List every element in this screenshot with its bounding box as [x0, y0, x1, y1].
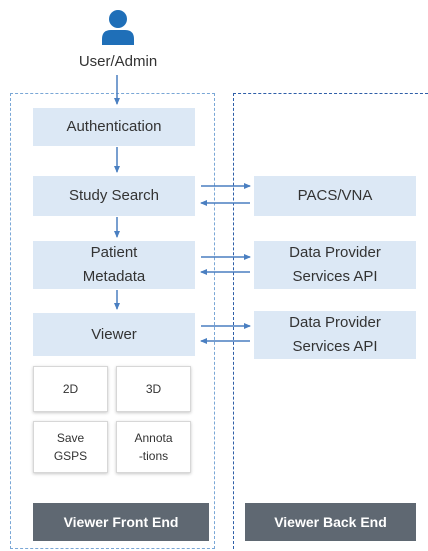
feature-2d-label: 2D [62, 382, 79, 396]
feature-save-gsps-box: Save GSPS [33, 421, 108, 473]
back-end-frame [233, 93, 428, 549]
feature-3d-label: 3D [145, 382, 162, 396]
data-provider-services-api-label-1: Data Provider Services API [289, 244, 381, 285]
feature-3d-box: 3D [116, 366, 191, 412]
patient-metadata-box: Patient Metadata [33, 241, 195, 289]
feature-annotations-box: Annota -tions [116, 421, 191, 473]
data-provider-services-api-box-1: Data Provider Services API [254, 241, 416, 289]
viewer-back-end-footer: Viewer Back End [245, 503, 416, 541]
viewer-front-end-footer: Viewer Front End [33, 503, 209, 541]
data-provider-services-api-box-2: Data Provider Services API [254, 311, 416, 359]
user-icon [102, 10, 134, 45]
data-provider-services-api-label-2: Data Provider Services API [289, 314, 381, 355]
viewer-front-end-label: Viewer Front End [63, 514, 179, 530]
user-admin-label: User/Admin [78, 53, 158, 70]
study-search-label: Study Search [68, 187, 160, 204]
pacs-vna-label: PACS/VNA [297, 187, 373, 204]
feature-save-gsps-label: Save GSPS [53, 431, 88, 463]
feature-2d-box: 2D [33, 366, 108, 412]
authentication-box: Authentication [33, 108, 195, 146]
feature-annotations-label: Annota -tions [134, 431, 173, 463]
viewer-back-end-label: Viewer Back End [274, 514, 387, 530]
front-end-frame [10, 93, 215, 549]
pacs-vna-box: PACS/VNA [254, 176, 416, 216]
patient-metadata-label: Patient Metadata [82, 244, 146, 285]
study-search-box: Study Search [33, 176, 195, 216]
viewer-label: Viewer [91, 325, 137, 343]
viewer-box: Viewer [33, 313, 195, 356]
authentication-label: Authentication [66, 118, 162, 135]
